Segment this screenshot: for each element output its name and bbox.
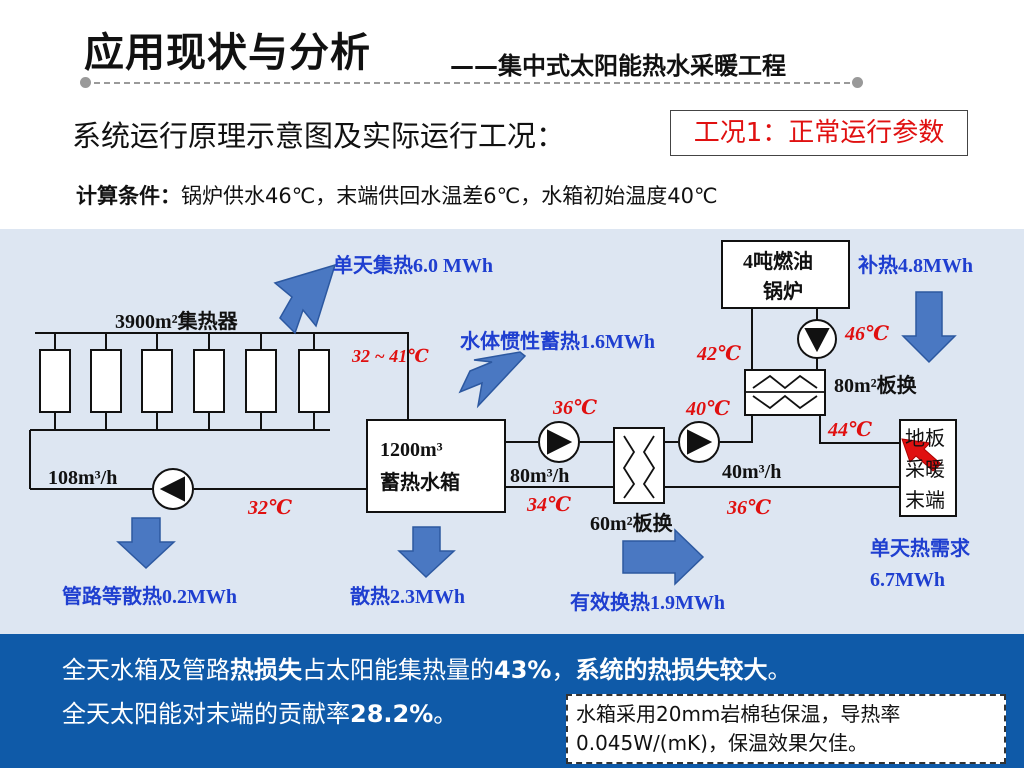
tank-line1: 1200m³ xyxy=(380,439,443,461)
boiler-line1: 4吨燃油 xyxy=(743,249,813,273)
boiler-line2: 锅炉 xyxy=(763,279,803,303)
tank-line2: 蓄热水箱 xyxy=(380,470,460,494)
hx2-label: 80m²板换 xyxy=(834,373,918,397)
collector-panel xyxy=(298,349,330,413)
summary-line-1: 全天水箱及管路热损失占太阳能集热量的43%，系统的热损失较大。 xyxy=(62,656,792,684)
left-flow: 108m³/h xyxy=(48,467,117,489)
arrow-tank-loss-icon xyxy=(397,526,456,579)
calc-label: 计算条件： xyxy=(76,184,181,208)
arrow-inertia-icon xyxy=(458,351,527,409)
temp-46: 46℃ xyxy=(844,323,889,345)
mid-flow: 80m³/h xyxy=(510,465,569,487)
inertia-storage-label: 水体惯性蓄热1.6MWh xyxy=(460,329,655,353)
arrow-exchange-icon xyxy=(622,528,705,586)
pointer-arrow-icon xyxy=(901,438,942,472)
collector-label: 3900m²集热器 xyxy=(115,309,239,333)
temp-44: 44℃ xyxy=(827,419,872,441)
note-line-1: 水箱采用20mm岩棉毡保温，导热率 xyxy=(576,702,901,726)
boiler xyxy=(721,240,850,309)
calc-text: 锅炉供水46℃，末端供回水温差6℃，水箱初始温度40℃ xyxy=(181,184,718,208)
collector-panel xyxy=(245,349,277,413)
collector-panel xyxy=(141,349,173,413)
pump-middle xyxy=(538,421,580,463)
pipe-loss-label: 管路等散热0.2MWh xyxy=(62,584,237,608)
diagram-panel xyxy=(0,229,1024,634)
effective-exchange-label: 有效换热1.9MWh xyxy=(570,590,725,614)
collector-top-header xyxy=(35,332,409,427)
demand-line1: 单天热需求 xyxy=(870,536,971,560)
hx1-label: 60m²板换 xyxy=(590,511,674,535)
collector-panel xyxy=(90,349,122,413)
pump-boiler xyxy=(797,319,837,359)
pump-right xyxy=(678,421,720,463)
page-title: 应用现状与分析 xyxy=(84,30,371,76)
temp-36-bottom: 36℃ xyxy=(726,497,771,519)
temp-42: 42℃ xyxy=(696,343,741,365)
demand-line2: 6.7MWh xyxy=(870,569,945,591)
rule-dot-right xyxy=(852,77,863,88)
title-divider xyxy=(84,82,860,84)
case-label-box: 工况1：正常运行参数 xyxy=(670,110,968,156)
collector-panel xyxy=(193,349,225,413)
collector-panel xyxy=(39,349,71,413)
terminal-line3: 末端 xyxy=(905,489,945,512)
supplement-label: 补热4.8MWh xyxy=(857,253,973,277)
temp-34: 34℃ xyxy=(526,494,571,516)
plate-heat-exchanger-1 xyxy=(613,427,665,504)
storage-tank xyxy=(366,419,506,513)
note-line-2: 0.045W/(mK)，保温效果欠佳。 xyxy=(576,731,868,755)
arrow-pipe-loss-icon xyxy=(116,517,176,570)
temp-36-top: 36℃ xyxy=(552,397,597,419)
calc-conditions: 计算条件：锅炉供水46℃，末端供回水温差6℃，水箱初始温度40℃ xyxy=(76,180,718,210)
temp-40: 40℃ xyxy=(685,398,730,420)
arrow-supplement-icon xyxy=(901,291,957,364)
terminal-line2: 采暖 xyxy=(905,458,945,481)
left-return-temp: 32℃ xyxy=(247,497,292,519)
terminal-line1: 地板 xyxy=(905,427,945,450)
summary-line-2: 全天太阳能对末端的贡献率28.2%。 xyxy=(62,700,458,728)
arrow-solar-gain-icon xyxy=(273,263,337,335)
tank-loss-label: 散热2.3MWh xyxy=(350,584,465,608)
page-subtitle: ——集中式太阳能热水采暖工程 xyxy=(450,52,786,80)
section-heading: 系统运行原理示意图及实际运行工况： xyxy=(72,119,566,153)
pump-left xyxy=(152,468,194,510)
insulation-note: 水箱采用20mm岩棉毡保温，导热率 0.045W/(mK)，保温效果欠佳。 xyxy=(566,694,1006,764)
system-diagram: 3900m²集热器 单天集热6.0 MWh 水体惯性蓄热1.6MWh 32 ~ … xyxy=(29,240,973,614)
collector-temp: 32 ~ 41℃ xyxy=(351,346,429,366)
right-flow: 40m³/h xyxy=(722,461,781,483)
solar-gain-label: 单天集热6.0 MWh xyxy=(333,253,493,277)
floor-heating-terminal xyxy=(899,419,957,517)
